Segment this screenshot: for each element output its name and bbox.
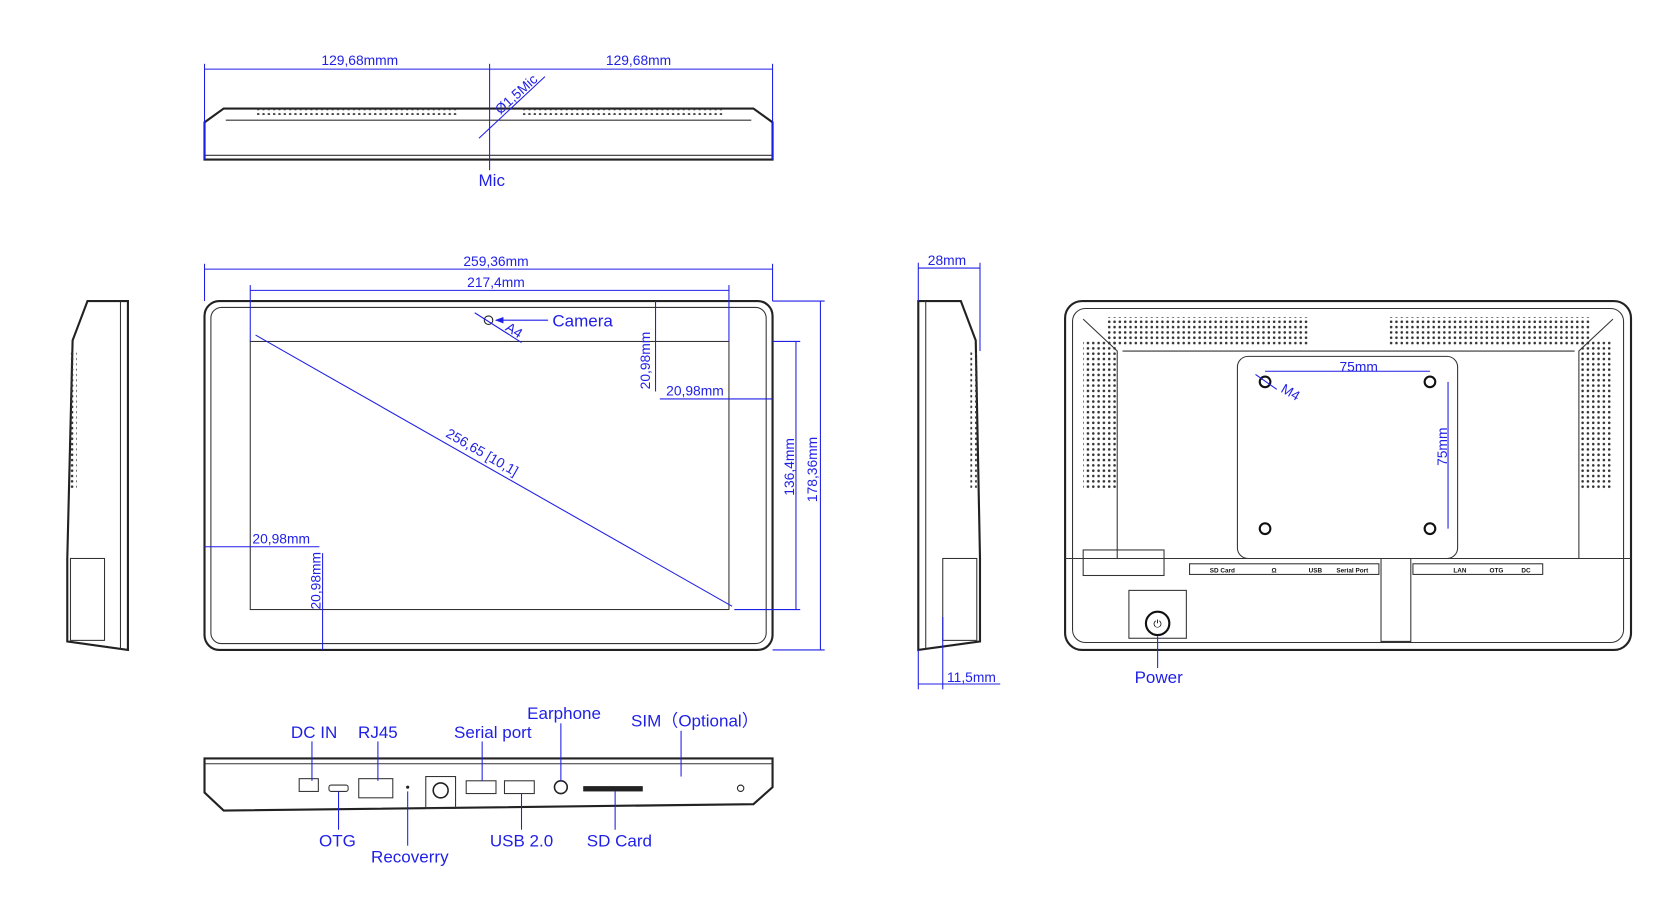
- svg-text:⏻: ⏻: [1153, 618, 1162, 631]
- screen-width-label: 217,4mm: [467, 274, 525, 290]
- otg-label: OTG: [319, 832, 356, 851]
- power-label: Power: [1135, 668, 1184, 687]
- port-label-dc: DC: [1521, 567, 1531, 574]
- overall-height-label: 178,36mm: [804, 437, 820, 502]
- rj45-label: RJ45: [358, 723, 398, 742]
- power-button-icon: [1144, 610, 1171, 637]
- bottom-bezel-label: 20,98mm: [307, 552, 323, 610]
- base-depth-label: 11,5mm: [947, 669, 996, 685]
- bottom-view: DC IN RJ45 Serial port Earphone SIM（Opti…: [203, 704, 774, 867]
- top-view: 129,68mmm 129,68mm Ø1,5Mic Mic: [203, 52, 774, 190]
- depth-label: 28mm: [928, 252, 966, 268]
- camera-size-label: A4: [503, 319, 526, 342]
- recovery-label: Recoverry: [371, 848, 449, 867]
- sim-label: SIM（Optional）: [631, 712, 759, 731]
- dc-in-label: DC IN: [291, 723, 337, 742]
- front-view: 259,36mm 217,4mm Camera A4 256,65 [10,1]…: [203, 253, 825, 652]
- port-label-otg: OTG: [1490, 567, 1504, 574]
- headphone-icon: Ω: [1271, 567, 1276, 574]
- port-label-serial: Serial Port: [1336, 567, 1369, 574]
- top-width-left-label: 129,68mmm: [321, 52, 398, 68]
- overall-width-label: 259,36mm: [463, 253, 528, 269]
- mic-label: Mic: [478, 171, 505, 190]
- camera-label: Camera: [552, 312, 613, 331]
- port-label-sdcard: SD Card: [1210, 567, 1235, 574]
- top-width-right-label: 129,68mm: [606, 52, 671, 68]
- vesa-vertical-label: 75mm: [1434, 428, 1450, 466]
- back-view: 75mm 75mm M4 SD Card Ω USB Serial Port L…: [1064, 299, 1633, 687]
- vesa-horizontal-label: 75mm: [1339, 358, 1377, 374]
- right-side-view: 28mm 11,5mm: [917, 252, 1001, 690]
- screen-height-label: 136,4mm: [781, 438, 797, 496]
- sd-card-label: SD Card: [587, 832, 652, 851]
- camera-icon: [483, 315, 494, 325]
- top-bezel-label: 20,98mm: [637, 332, 653, 390]
- serial-port-label: Serial port: [454, 723, 532, 742]
- right-bezel-label: 20,98mm: [666, 383, 724, 399]
- left-bezel-label: 20,98mm: [252, 531, 310, 547]
- usb-label: USB 2.0: [490, 832, 553, 851]
- port-label-usb: USB: [1309, 567, 1323, 574]
- earphone-label: Earphone: [527, 704, 601, 723]
- port-label-lan: LAN: [1453, 567, 1466, 574]
- left-side-view: [66, 299, 129, 652]
